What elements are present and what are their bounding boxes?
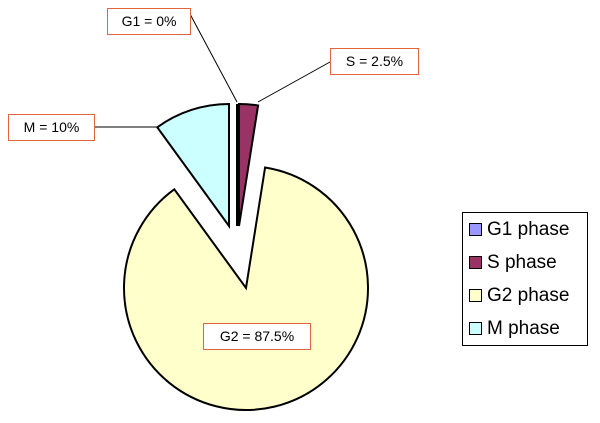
legend-item-s: S phase xyxy=(463,246,587,279)
legend-item-m: M phase xyxy=(463,312,587,345)
legend-label: G1 phase xyxy=(487,218,570,240)
label-s: S = 2.5% xyxy=(330,48,419,75)
slice-s-phase xyxy=(238,102,260,227)
legend-swatch xyxy=(469,256,482,269)
label-m: M = 10% xyxy=(8,114,95,141)
label-g2: G2 = 87.5% xyxy=(203,323,311,350)
leader-line xyxy=(189,13,238,103)
legend-swatch xyxy=(469,223,482,236)
legend-item-g2: G2 phase xyxy=(463,279,587,312)
legend: G1 phase S phase G2 phase M phase xyxy=(462,212,588,346)
slice-g2-phase xyxy=(123,166,369,411)
leader-line xyxy=(257,61,331,103)
legend-label: M phase xyxy=(487,317,560,339)
legend-item-g1: G1 phase xyxy=(463,213,587,246)
label-g1: G1 = 0% xyxy=(107,8,191,35)
slice-m-phase xyxy=(155,102,230,230)
legend-swatch xyxy=(469,322,482,335)
legend-swatch xyxy=(469,289,482,302)
legend-label: G2 phase xyxy=(487,284,570,306)
legend-label: S phase xyxy=(487,251,557,273)
